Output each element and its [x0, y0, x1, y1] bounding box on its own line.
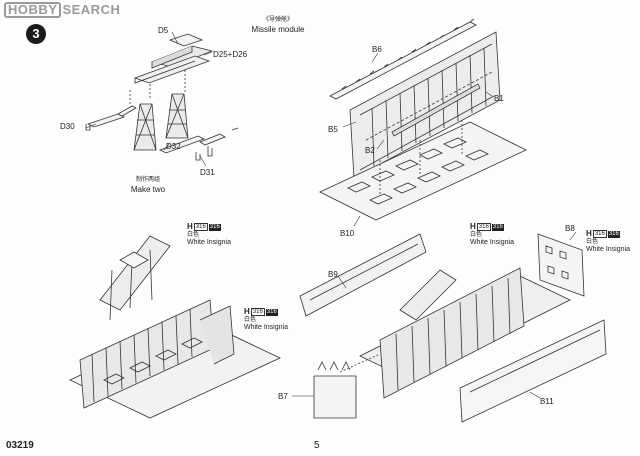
paint-name: White Insignia [187, 239, 231, 246]
paint-code: 316 [193, 223, 208, 231]
module-title: Missile module [251, 25, 305, 34]
make-two-note: Make two [130, 185, 166, 194]
paint-code: 316 [476, 223, 491, 231]
part-label-b6: B6 [372, 45, 382, 54]
part-label-b1: B1 [494, 94, 504, 103]
part-label-b11: B11 [540, 397, 554, 406]
launcher-stand-subassembly [85, 33, 239, 161]
paint-name: White Insignia [470, 239, 514, 246]
paint-code-dark: 316 [607, 230, 620, 238]
paint-letter: H [244, 307, 250, 316]
part-label-b8: B8 [565, 224, 575, 233]
missile-module-frame [319, 18, 527, 221]
page-number: 5 [314, 440, 320, 451]
part-label-d25-d26: D25+D26 [213, 50, 248, 59]
paint-letter: H [187, 222, 193, 231]
kit-number: 03219 [6, 440, 34, 451]
paint-name-cn: 白色 [470, 232, 483, 238]
step-number-badge: 3 [26, 24, 46, 44]
paint-letter: H [586, 229, 592, 238]
paint-code-dark: 316 [491, 223, 504, 231]
watermark-brand: SEARCH [62, 2, 121, 17]
leader-lines [85, 31, 577, 399]
part-label-b2: B2 [365, 146, 375, 155]
make-two-note-cn: 制作两组 [135, 177, 160, 183]
watermark-logo-mark: HOBBY [4, 2, 62, 18]
paint-name: White Insignia [244, 324, 288, 331]
paint-code-dark: 316 [265, 308, 278, 316]
part-label-b7: B7 [278, 392, 288, 401]
assembled-module-left [69, 235, 281, 419]
part-label-d5: D5 [158, 26, 169, 35]
paint-name: White Insignia [586, 246, 630, 253]
part-label-d32: D32 [166, 142, 181, 151]
final-assembly-right [299, 233, 607, 423]
paint-name-cn: 白色 [586, 239, 599, 245]
paint-name-cn: 白色 [187, 232, 200, 238]
paint-code: 316 [250, 308, 265, 316]
module-title-cn: 《导弹舱》 [262, 17, 293, 23]
part-label-b5: B5 [328, 125, 338, 134]
paint-code: 316 [592, 230, 607, 238]
paint-code-dark: 316 [208, 223, 221, 231]
paint-letter: H [470, 222, 476, 231]
part-label-b9: B9 [328, 270, 338, 279]
part-label-b10: B10 [340, 229, 355, 238]
part-label-d31: D31 [200, 168, 215, 177]
part-label-d30: D30 [60, 122, 75, 131]
paint-name-cn: 白色 [244, 317, 257, 323]
